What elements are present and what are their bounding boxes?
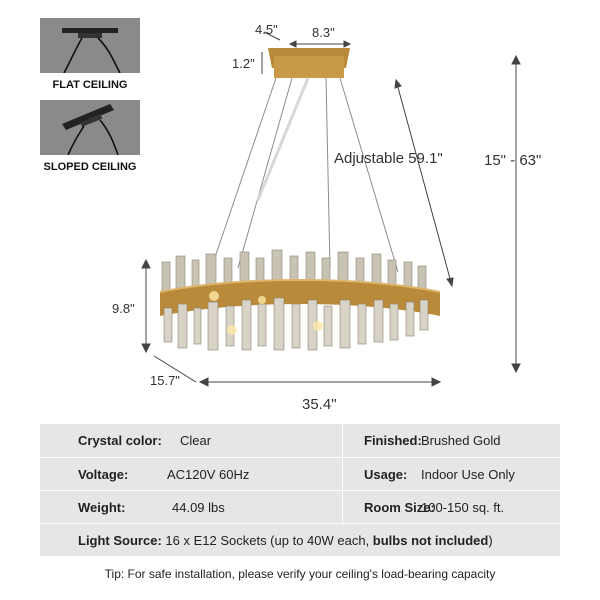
- flat-mount-icon: [62, 28, 121, 74]
- spec-label: Usage:: [364, 467, 408, 482]
- spec-row: Weight: 44.09 lbs Room Size: 100-150 sq.…: [40, 490, 560, 523]
- spec-value: Clear: [180, 433, 212, 448]
- body-height-label: 9.8": [112, 301, 135, 316]
- adjustable-label: Adjustable 59.1": [334, 150, 443, 167]
- sloped-ceiling-label: SLOPED CEILING: [43, 161, 137, 173]
- spec-value: AC120V 60Hz: [167, 467, 250, 482]
- spec-column-divider: [342, 424, 343, 523]
- crystal-rear: [161, 249, 427, 299]
- safety-tip: Tip: For safe installation, please verif…: [104, 567, 496, 581]
- spec-table: Crystal color: Clear Finished: Brushed G…: [40, 424, 560, 556]
- flat-ceiling-illustration: [40, 18, 140, 74]
- canopy-base: [274, 56, 344, 78]
- spec-row: Crystal color: Clear Finished: Brushed G…: [40, 424, 560, 457]
- light-source-line: Light Source: 16 x E12 Sockets (up to 40…: [78, 533, 493, 548]
- chandelier-illustration: [141, 31, 521, 387]
- canopy-depth-label: 4.5": [255, 22, 278, 37]
- spec-label: Voltage:: [78, 467, 129, 482]
- spec-value: 100-150 sq. ft.: [421, 500, 505, 515]
- canopy-length-label: 8.3": [312, 25, 335, 40]
- sloped-mount-icon: [62, 104, 119, 156]
- gold-band: [160, 280, 440, 316]
- spec-label: Light Source:: [78, 533, 162, 548]
- spec-value: 44.09 lbs: [172, 500, 225, 515]
- bulbs-note: bulbs not included: [372, 533, 489, 548]
- total-height-label: 15" - 63": [484, 152, 542, 169]
- flat-ceiling-label: FLAT CEILING: [52, 79, 128, 91]
- spec-label: Finished:: [364, 433, 422, 448]
- body-depth-label: 15.7": [150, 373, 180, 388]
- spec-row: Voltage: AC120V 60Hz Usage: Indoor Use O…: [40, 457, 560, 490]
- spec-value: 16 x E12 Sockets (up to 40W each,: [165, 533, 373, 548]
- sloped-ceiling-illustration: [40, 100, 140, 156]
- spec-value: Brushed Gold: [421, 433, 501, 448]
- spec-label: Weight:: [78, 500, 126, 515]
- spec-label: Crystal color:: [78, 433, 162, 448]
- spec-label: Room Size:: [364, 500, 435, 515]
- spec-value: Indoor Use Only: [421, 467, 515, 482]
- spec-row-light-source: Light Source: 16 x E12 Sockets (up to 40…: [40, 523, 560, 556]
- body-length-label: 35.4": [302, 396, 337, 413]
- canopy-height-label: 1.2": [232, 56, 255, 71]
- spec-value-close: ): [488, 533, 493, 548]
